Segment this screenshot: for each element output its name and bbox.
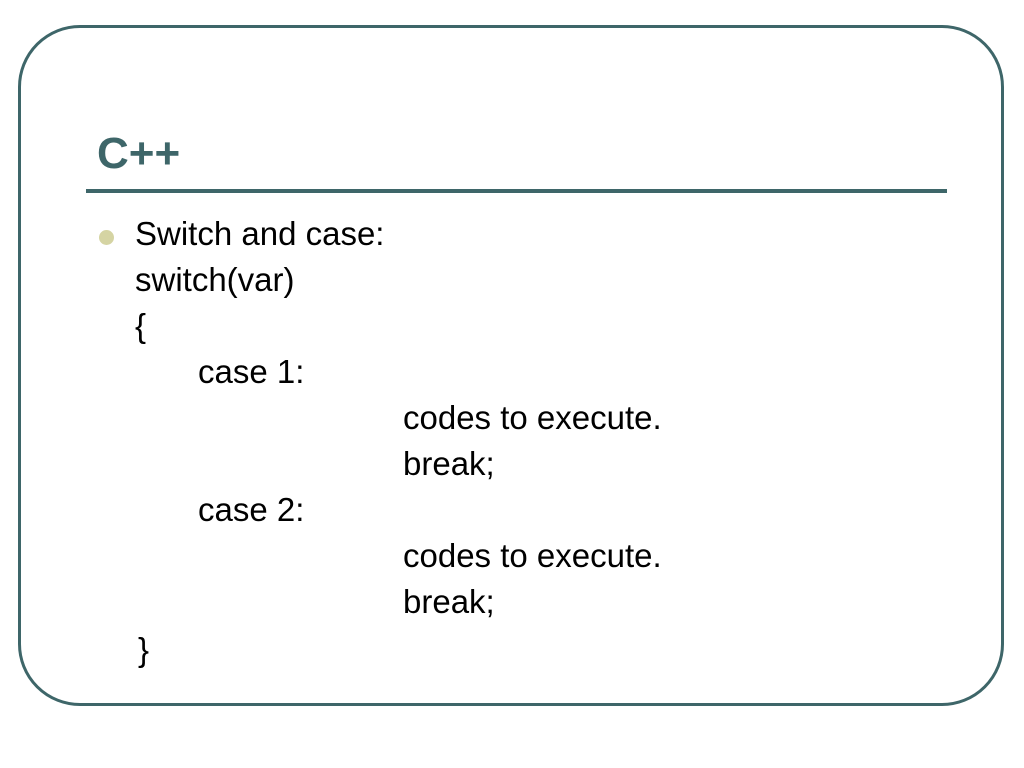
code-line-case-1: case 1: (198, 353, 305, 390)
code-line-case-1-body: codes to execute. (403, 399, 662, 436)
code-line-case-2-break: break; (403, 583, 495, 620)
code-line-case-2-body: codes to execute. (403, 537, 662, 574)
code-line-open-brace: { (135, 307, 147, 344)
code-line-close-brace: } (138, 631, 150, 668)
code-line-case-2: case 2: (198, 491, 305, 528)
slide-frame (18, 25, 1004, 706)
bullet-heading: Switch and case: (135, 215, 385, 252)
slide-title: C++ (97, 129, 181, 178)
title-divider (86, 189, 947, 193)
bullet-icon (99, 230, 114, 245)
code-line-switch: switch(var) (135, 261, 295, 298)
code-line-case-1-break: break; (403, 445, 495, 482)
